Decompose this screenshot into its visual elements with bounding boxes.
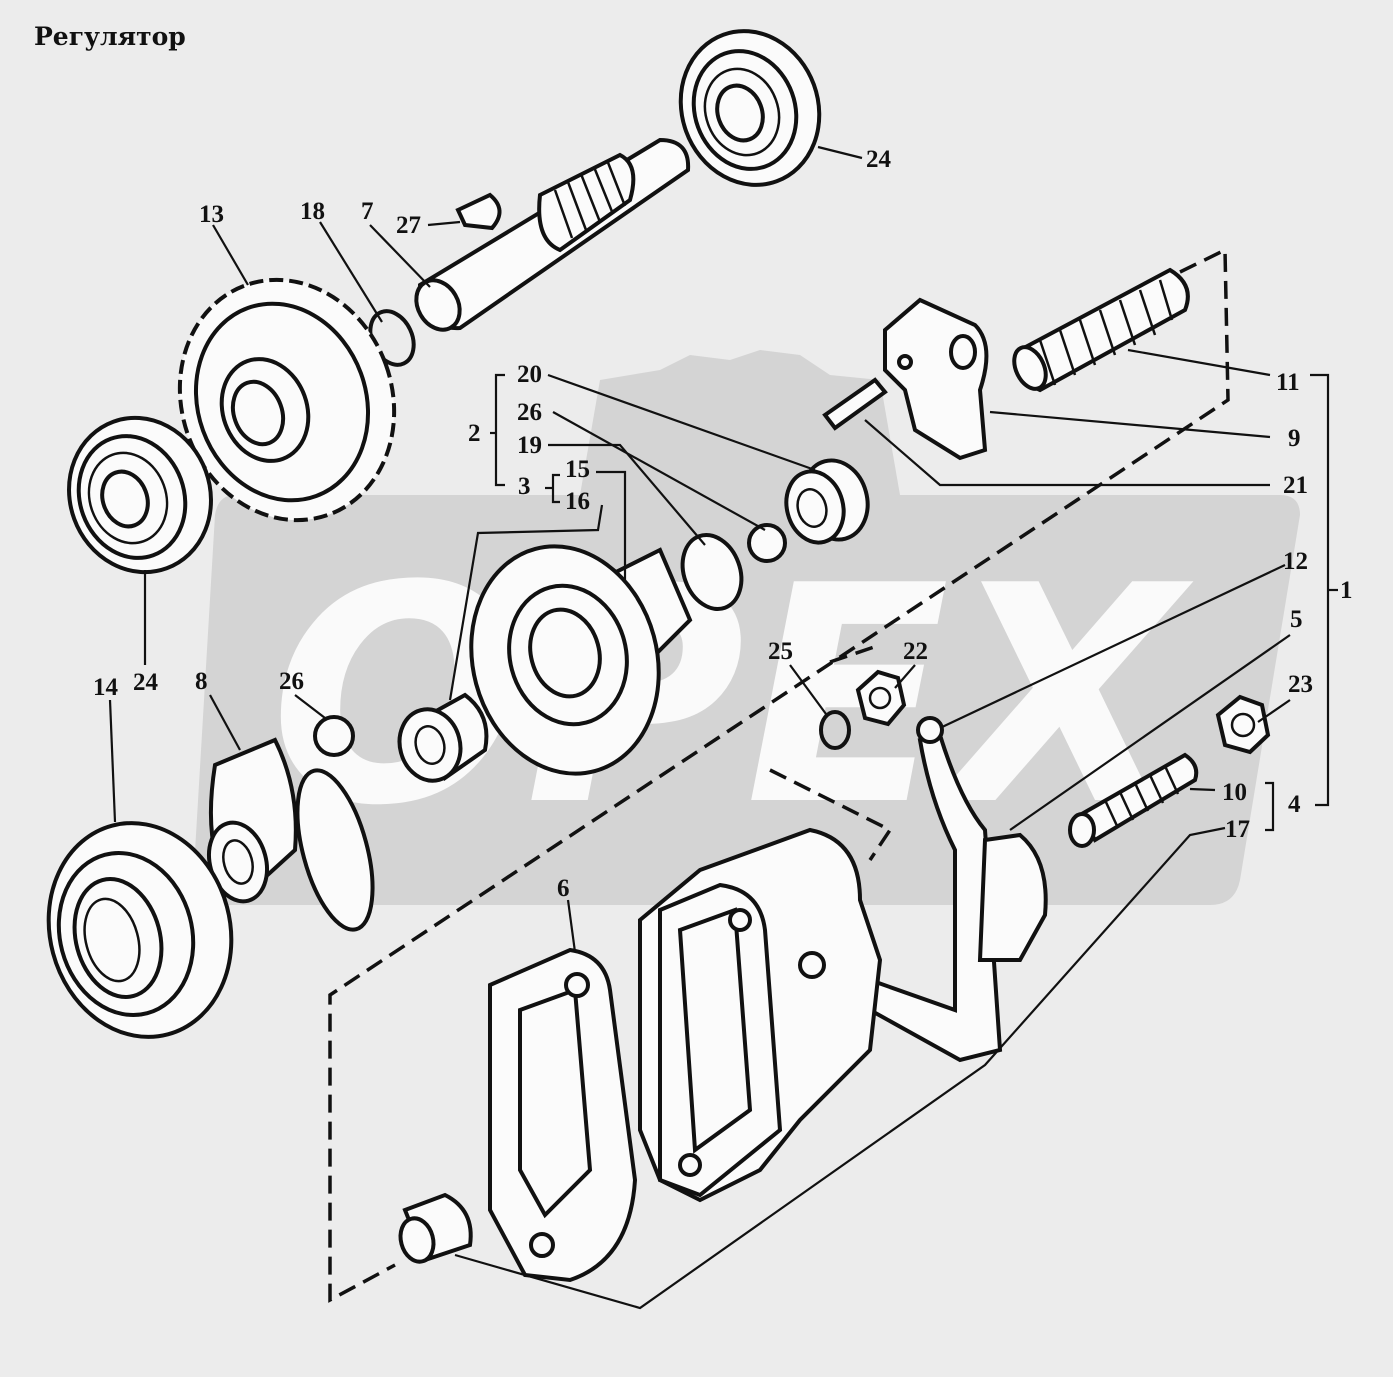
weight-carrier [469, 544, 693, 776]
label-4: 4 [1288, 791, 1301, 818]
label-3: 3 [518, 473, 531, 500]
label-20: 20 [517, 361, 542, 388]
label-22: 22 [903, 638, 928, 665]
governor-spring [1012, 267, 1190, 393]
label-1: 1 [1340, 577, 1353, 604]
label-16: 16 [565, 488, 590, 515]
guide-line-nut [829, 643, 881, 664]
label-15: 15 [565, 456, 590, 483]
label-5: 5 [1290, 606, 1303, 633]
bearing-left [67, 415, 213, 575]
leader-lines [108, 145, 1338, 1310]
nut-right [1215, 694, 1271, 755]
label-19: 19 [517, 432, 542, 459]
sleeve [784, 458, 870, 545]
assembly-guide-lines [328, 247, 1230, 1303]
guide-line-spring [328, 247, 1230, 1303]
label-13: 13 [199, 201, 224, 228]
watermark-gear-plate [192, 495, 1301, 905]
label-27: 27 [396, 212, 421, 239]
guide-line-lever [769, 768, 893, 861]
label-26-upper: 26 [517, 399, 542, 426]
lever-pin [822, 377, 888, 431]
part-number-labels: 24 13 18 7 27 11 9 21 20 26 19 15 16 2 3… [93, 146, 1353, 902]
label-14: 14 [93, 674, 119, 701]
label-6: 6 [557, 875, 570, 902]
label-9: 9 [1288, 425, 1301, 452]
bushing [397, 692, 489, 783]
opex-watermark: OPEX [192, 350, 1301, 905]
label-25: 25 [768, 638, 793, 665]
worm-shaft [414, 137, 691, 332]
ball-upper [747, 523, 787, 563]
flyweight [207, 737, 375, 932]
label-23: 23 [1288, 671, 1313, 698]
label-10: 10 [1222, 779, 1247, 806]
woodruff-key [455, 192, 502, 231]
adjusting-screw [1068, 752, 1199, 848]
housing-gasket [488, 947, 638, 1283]
label-8: 8 [195, 668, 208, 695]
label-2: 2 [468, 420, 481, 447]
label-21: 21 [1283, 472, 1308, 499]
label-24-top: 24 [866, 146, 892, 173]
label-18: 18 [300, 198, 325, 225]
label-24-left: 24 [133, 669, 159, 696]
oil-seal [46, 821, 234, 1039]
label-7: 7 [361, 198, 374, 225]
page-title: Регулятор [34, 22, 186, 51]
nut-upper [855, 669, 907, 727]
control-lever [868, 716, 1003, 1063]
label-26-lower: 26 [279, 668, 304, 695]
ball-lower [313, 715, 355, 757]
bearing-top [678, 29, 822, 187]
governor-housing [638, 827, 1048, 1203]
drive-gear [177, 277, 397, 523]
label-17: 17 [1225, 816, 1250, 843]
label-12: 12 [1283, 548, 1308, 575]
label-11: 11 [1276, 369, 1300, 396]
watermark-gear-teeth [580, 350, 900, 495]
lock-washer [819, 710, 851, 750]
plug [398, 1192, 473, 1264]
lever-block [883, 297, 989, 461]
